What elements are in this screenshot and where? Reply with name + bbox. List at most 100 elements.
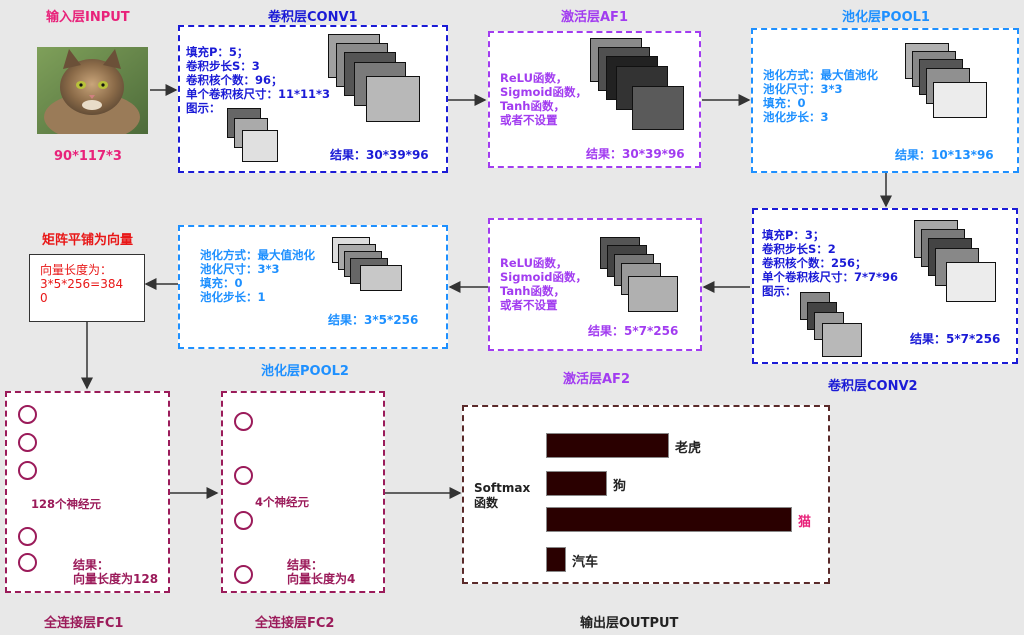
af2-line: ReLU函数， — [500, 256, 568, 270]
conv1-result: 结果：30*39*96 — [330, 148, 429, 162]
output-title: 输出层OUTPUT — [580, 616, 679, 631]
output-bar-2 — [546, 507, 792, 532]
softmax-line: Softmax — [474, 481, 531, 495]
flatten-params: 向量长度为： 3*5*256=384 0 — [40, 263, 123, 305]
output-bar-label: 汽车 — [572, 555, 599, 570]
conv2-line: 卷积步长S：2 — [762, 242, 836, 256]
fc2-neurons-label: 4个神经元 — [255, 495, 310, 509]
neuron-node — [234, 511, 253, 530]
af2-line: Tanh函数， — [500, 284, 565, 298]
pool2-result: 结果：3*5*256 — [328, 313, 419, 327]
neuron-node — [18, 433, 37, 452]
kernel-icon — [822, 323, 862, 357]
feature-map — [933, 82, 987, 118]
af1-box: ReLU函数， Sigmoid函数， Tanh函数， 或者不设置 结果：30*3… — [488, 31, 701, 168]
fc1-result: 结果： 向量长度为128 — [73, 558, 158, 586]
conv1-line: 卷积步长S：3 — [186, 59, 260, 73]
conv1-line: 卷积核个数：96； — [186, 73, 283, 87]
feature-map — [946, 262, 996, 302]
kernel-icon — [242, 130, 278, 162]
af2-line: Sigmoid函数， — [500, 270, 588, 284]
pool1-line: 池化方式：最大值池化 — [763, 68, 878, 82]
af2-params: ReLU函数， Sigmoid函数， Tanh函数， 或者不设置 — [500, 256, 587, 312]
af2-line: 或者不设置 — [500, 298, 558, 312]
neuron-node — [18, 527, 37, 546]
flatten-line: 向量长度为： — [40, 263, 113, 277]
af2-title: 激活层AF2 — [563, 372, 630, 387]
fc2-box: 4个神经元 结果： 向量长度为4 — [221, 391, 385, 593]
af1-line: 或者不设置 — [500, 113, 558, 127]
pool2-line: 填充：0 — [200, 276, 243, 290]
fc1-title: 全连接层FC1 — [44, 616, 124, 631]
af2-result: 结果：5*7*256 — [588, 324, 679, 338]
pool2-line: 池化尺寸：3*3 — [200, 262, 280, 276]
fc1-result-line: 结果： — [73, 558, 110, 572]
flatten-line: 3*5*256=384 — [40, 277, 124, 291]
fc1-result-line: 向量长度为128 — [73, 572, 159, 586]
neuron-node — [18, 461, 37, 480]
output-bar-label: 狗 — [613, 479, 627, 494]
feature-map — [628, 276, 678, 312]
flatten-title: 矩阵平铺为向量 — [42, 233, 134, 248]
neuron-node — [234, 466, 253, 485]
softmax-line: 函数 — [474, 496, 499, 510]
conv1-box: 填充P：5； 卷积步长S：3 卷积核个数：96； 单个卷积核尺寸：11*11*3… — [178, 25, 448, 173]
conv2-line: 图示： — [762, 284, 797, 298]
pool1-line: 填充：0 — [763, 96, 806, 110]
feature-map — [366, 76, 420, 122]
af1-line: Tanh函数， — [500, 99, 565, 113]
pool1-line: 池化步长：3 — [763, 110, 829, 124]
output-bar-1 — [546, 471, 607, 496]
pool2-line: 池化步长：1 — [200, 290, 266, 304]
input-title: 输入层INPUT — [46, 10, 130, 25]
pool2-line: 池化方式：最大值池化 — [200, 248, 315, 262]
output-bar-label: 老虎 — [675, 441, 702, 456]
fc1-box: 128个神经元 结果： 向量长度为128 — [5, 391, 170, 593]
pool1-box: 池化方式：最大值池化 池化尺寸：3*3 填充：0 池化步长：3 结果：10*13… — [751, 28, 1019, 173]
conv1-title: 卷积层CONV1 — [268, 10, 358, 25]
neuron-node — [234, 565, 253, 584]
pool1-params: 池化方式：最大值池化 池化尺寸：3*3 填充：0 池化步长：3 — [763, 68, 878, 124]
conv1-line: 单个卷积核尺寸：11*11*3 — [186, 87, 331, 101]
flatten-line: 0 — [40, 291, 48, 305]
conv2-line: 卷积核个数：256； — [762, 256, 867, 270]
cat-photo-icon — [37, 47, 148, 141]
pool2-box: 池化方式：最大值池化 池化尺寸：3*3 填充：0 池化步长：1 结果：3*5*2… — [178, 225, 448, 349]
fc2-title: 全连接层FC2 — [255, 616, 335, 631]
pool1-title: 池化层POOL1 — [842, 10, 930, 25]
pool1-result: 结果：10*13*96 — [895, 148, 994, 162]
feature-map — [632, 86, 684, 130]
flatten-box: 向量长度为： 3*5*256=384 0 — [29, 254, 145, 322]
fc2-result: 结果： 向量长度为4 — [287, 558, 355, 586]
conv1-line: 图示： — [186, 101, 221, 115]
conv2-line: 单个卷积核尺寸：7*7*96 — [762, 270, 899, 284]
pool2-params: 池化方式：最大值池化 池化尺寸：3*3 填充：0 池化步长：1 — [200, 248, 315, 304]
fc2-result-line: 结果： — [287, 558, 324, 572]
af1-line: ReLU函数， — [500, 71, 568, 85]
conv2-result: 结果：5*7*256 — [910, 332, 1001, 346]
output-bar-3 — [546, 547, 566, 572]
fc2-result-line: 向量长度为4 — [287, 572, 356, 586]
output-box: Softmax 函数 老虎狗猫汽车 — [462, 405, 830, 584]
af1-params: ReLU函数， Sigmoid函数， Tanh函数， 或者不设置 — [500, 71, 587, 127]
pool2-title: 池化层POOL2 — [261, 364, 349, 379]
conv2-title: 卷积层CONV2 — [828, 379, 918, 394]
conv2-params: 填充P：3； 卷积步长S：2 卷积核个数：256； 单个卷积核尺寸：7*7*96… — [762, 228, 898, 298]
softmax-label: Softmax 函数 — [474, 481, 530, 511]
feature-map — [360, 265, 402, 291]
conv1-params: 填充P：5； 卷积步长S：3 卷积核个数：96； 单个卷积核尺寸：11*11*3… — [186, 45, 330, 115]
output-bar-0 — [546, 433, 669, 458]
neuron-node — [18, 405, 37, 424]
neuron-node — [18, 553, 37, 572]
conv2-box: 填充P：3； 卷积步长S：2 卷积核个数：256； 单个卷积核尺寸：7*7*96… — [752, 208, 1018, 364]
conv2-line: 填充P：3； — [762, 228, 825, 242]
neuron-node — [234, 412, 253, 431]
af1-result: 结果：30*39*96 — [586, 147, 685, 161]
input-size: 90*117*3 — [54, 149, 122, 164]
output-bars: 老虎狗猫汽车 — [464, 407, 828, 582]
output-bar-label: 猫 — [798, 515, 812, 530]
pool1-line: 池化尺寸：3*3 — [763, 82, 843, 96]
af1-line: Sigmoid函数， — [500, 85, 588, 99]
fc1-neurons-label: 128个神经元 — [31, 497, 102, 511]
